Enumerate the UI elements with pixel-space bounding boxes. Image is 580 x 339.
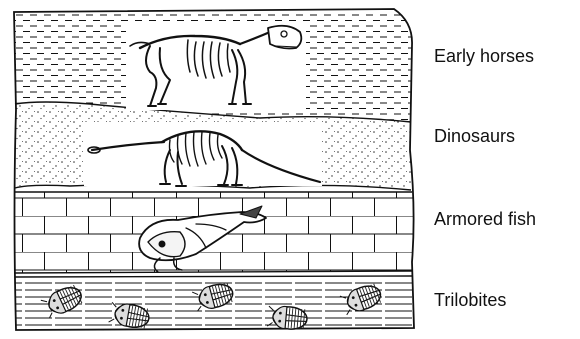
label-armored-fish: Armored fish <box>434 210 536 228</box>
label-dinosaurs: Dinosaurs <box>434 127 515 145</box>
dinosaur-skeleton-fossil <box>84 122 322 186</box>
label-trilobites: Trilobites <box>434 291 506 309</box>
label-early-horses: Early horses <box>434 47 534 65</box>
horse-skeleton-fossil <box>126 22 306 110</box>
